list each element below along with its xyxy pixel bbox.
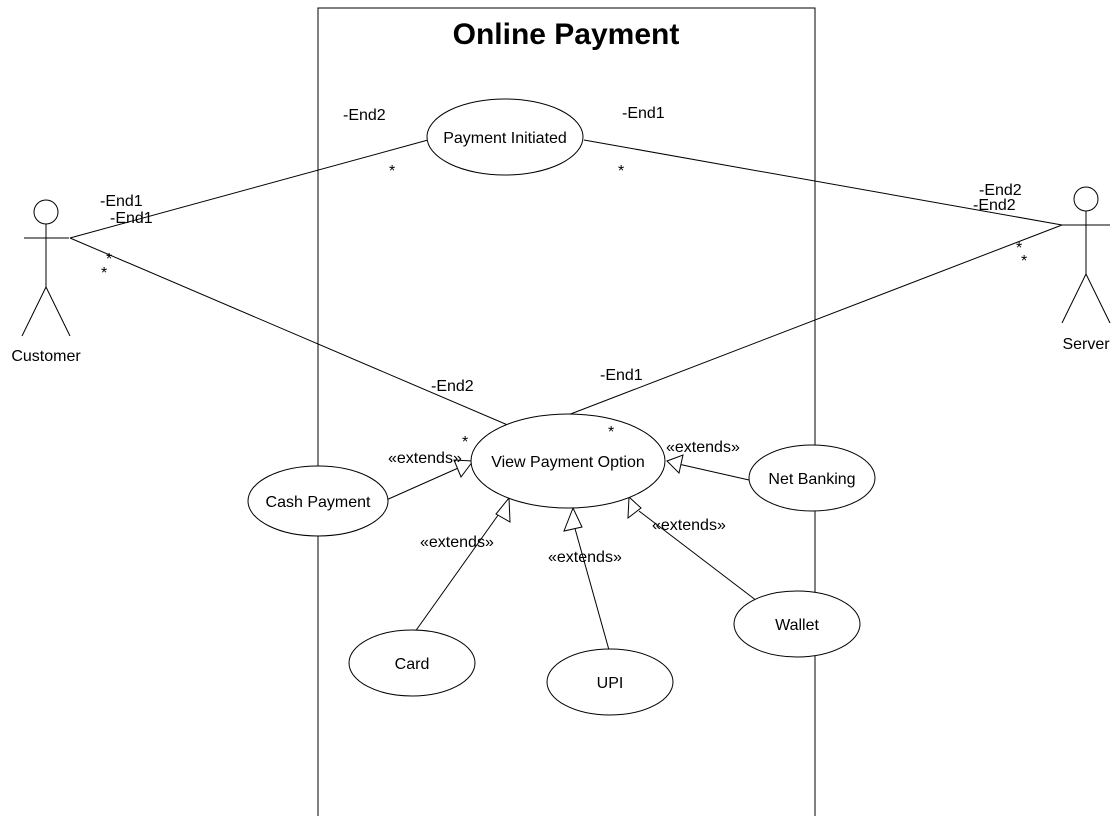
role-label: -End1 (600, 367, 643, 384)
multiplicity-label: * (1016, 240, 1022, 257)
system-boundary (317, 7, 816, 816)
extends-label-cash: «extends» (388, 450, 462, 467)
multiplicity-label: * (101, 265, 107, 282)
role-label: -End1 (100, 193, 143, 210)
usecase-view-payment-option[interactable] (470, 413, 666, 509)
server-label: Server (1062, 336, 1110, 353)
usecase-view-payment-option-label: View Payment Option (491, 454, 645, 471)
multiplicity-label: * (1021, 253, 1027, 270)
role-label: -End2 (343, 107, 386, 124)
role-label: -End1 (622, 105, 665, 122)
extend-arrowhead-cash (453, 459, 474, 479)
role-label: -End1 (110, 210, 153, 227)
association-server-view-payment-option (567, 224, 1063, 416)
multiplicity-label: * (618, 163, 624, 180)
usecase-payment-initiated-label: Payment Initiated (443, 130, 567, 147)
extend-line-net-banking (673, 462, 750, 481)
usecase-cash-payment[interactable] (247, 465, 389, 537)
role-label: -End2 (979, 182, 1022, 199)
usecase-card[interactable] (348, 629, 476, 697)
multiplicity-label: * (106, 251, 112, 268)
extend-line-cash (383, 464, 466, 502)
extends-label-net-banking: «extends» (666, 439, 740, 456)
extend-line-upi (573, 524, 610, 651)
association-customer-payment-initiated (69, 139, 429, 239)
extends-label-card: «extends» (420, 534, 494, 551)
extend-arrowhead-upi (563, 506, 583, 532)
multiplicity-label: * (389, 163, 395, 180)
customer-actor[interactable] (21, 199, 71, 337)
extend-line-card (411, 510, 502, 637)
extends-label-upi: «extends» (548, 549, 622, 566)
usecase-upi[interactable] (546, 648, 674, 716)
usecase-upi-label: UPI (597, 675, 624, 692)
extends-label-wallet: «extends» (652, 517, 726, 534)
extend-arrowhead-card (495, 496, 511, 523)
usecase-card-label: Card (395, 656, 430, 673)
usecase-cash-payment-label: Cash Payment (266, 494, 371, 511)
customer-label: Customer (11, 348, 81, 365)
role-label: -End2 (973, 197, 1016, 214)
extend-arrowhead-net-banking (666, 454, 684, 474)
multiplicity-label: * (462, 434, 468, 451)
association-server-payment-initiated (583, 139, 1063, 226)
server-actor[interactable] (1061, 186, 1111, 324)
usecase-net-banking[interactable] (748, 444, 876, 512)
usecase-payment-initiated[interactable] (426, 98, 584, 176)
multiplicity-label: * (608, 424, 614, 441)
usecase-wallet[interactable] (733, 590, 861, 658)
usecase-net-banking-label: Net Banking (768, 471, 855, 488)
extend-line-wallet (638, 510, 758, 602)
usecase-wallet-label: Wallet (775, 617, 819, 634)
system-title: Online Payment (453, 18, 680, 51)
extend-arrowhead-wallet (627, 495, 642, 520)
association-customer-view-payment-option (69, 237, 511, 427)
role-label: -End2 (431, 378, 474, 395)
